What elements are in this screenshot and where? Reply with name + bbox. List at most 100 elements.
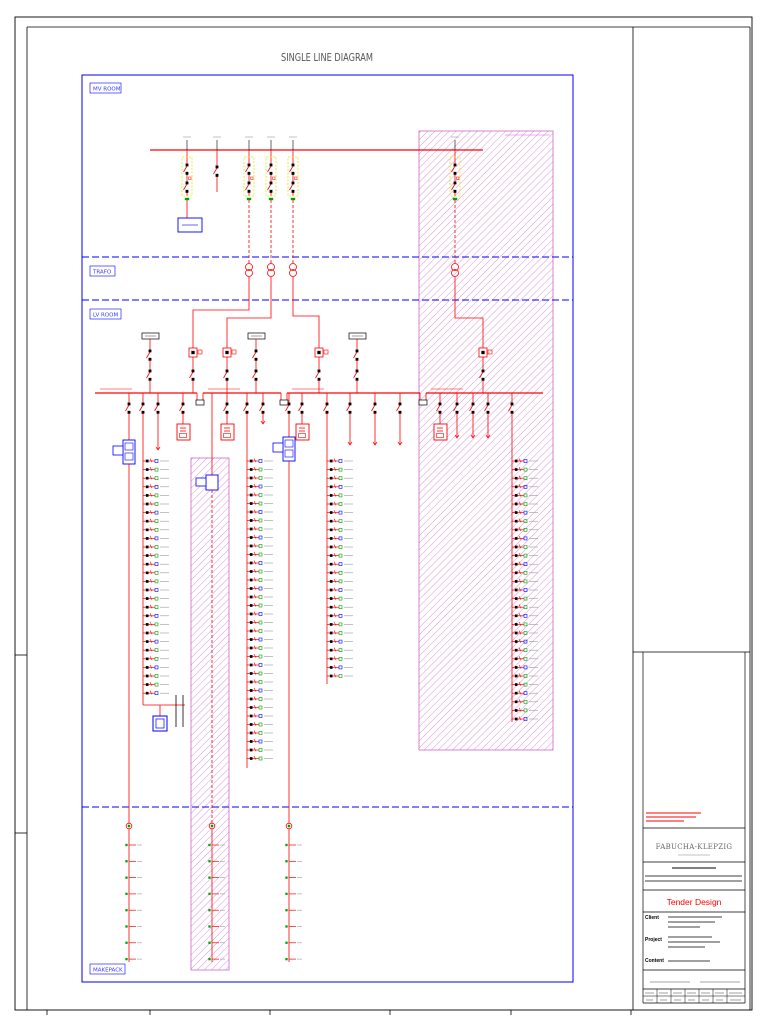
generator-unit: [152, 715, 168, 732]
sub-feeder-blade: [253, 594, 257, 599]
makepack-branch-terminal: [208, 925, 211, 928]
sub-feeder: [247, 670, 273, 676]
sub-feeder-breaker: [514, 562, 518, 566]
sub-feeder: [143, 647, 169, 653]
sub-feeder-blade: [518, 630, 522, 635]
sub-feeder-blade: [518, 613, 522, 618]
sub-feeder-breaker: [329, 476, 333, 480]
breaker-gap: [226, 371, 228, 379]
sub-feeder-blade: [518, 527, 522, 532]
circuit-breaker: [484, 402, 490, 414]
sub-feeder-breaker: [514, 554, 518, 557]
sub-feeder-breaker: [145, 545, 149, 549]
sub-feeder-blade: [149, 535, 153, 540]
sub-feeder-blade: [518, 673, 522, 678]
sub-feeder: [512, 656, 538, 661]
breaker-gap: [456, 404, 458, 412]
sub-feeder-load: [154, 527, 159, 532]
makepack-branch-terminal: [208, 876, 211, 879]
sub-feeder-load: [154, 596, 159, 601]
sub-feeder-blade: [149, 518, 153, 523]
sub-feeder-load: [338, 588, 343, 592]
sub-feeder: [327, 587, 353, 592]
ats-panel: [205, 474, 219, 491]
sub-feeder-breaker: [329, 494, 333, 497]
switchgear-panel: [287, 156, 299, 197]
ats-switch: [124, 442, 134, 451]
makepack-branch-terminal: [285, 876, 288, 879]
sub-feeder-load: [154, 476, 159, 481]
sub-feeder: [143, 570, 169, 575]
sub-feeder-breaker: [145, 468, 149, 471]
sub-feeder-breaker: [514, 545, 518, 549]
trafo-label-frame: [89, 265, 116, 277]
breaker-contact: [453, 181, 457, 185]
sub-feeder: [143, 466, 169, 472]
circuit-breaker: [139, 402, 145, 414]
sub-feeder-breaker: [249, 519, 253, 522]
load-arrow: [470, 434, 476, 439]
breaker-blade: [146, 371, 151, 379]
sub-feeder-blade: [333, 638, 337, 643]
incomer-acb: [188, 347, 203, 393]
sub-feeder-load: [523, 527, 528, 532]
sub-feeder-blade: [518, 621, 522, 626]
circuit-breaker: [223, 369, 229, 381]
sub-feeder: [247, 585, 273, 591]
breaker-blade: [259, 404, 264, 412]
sub-feeder-load: [154, 579, 159, 584]
sub-feeder: [247, 526, 273, 531]
breaker-blade: [484, 404, 489, 412]
makepack-feeder: [285, 822, 302, 962]
breaker-contact: [291, 171, 295, 175]
sub-feeder-blade: [149, 484, 153, 489]
sub-feeder-breaker: [329, 485, 333, 489]
drawing-title: SINGLE LINE DIAGRAM: [281, 51, 373, 64]
sub-feeder-blade: [333, 527, 337, 532]
sub-feeder-load: [523, 631, 528, 635]
sub-feeder-load: [338, 622, 343, 627]
sub-feeder-breaker: [514, 623, 518, 626]
sub-feeder-load: [154, 682, 159, 687]
breaker-blade: [125, 404, 130, 412]
sub-feeder: [512, 544, 538, 549]
sub-feeder: [143, 518, 169, 524]
sub-feeder-load: [338, 527, 343, 532]
sub-feeder: [512, 699, 538, 704]
sub-feeder: [512, 707, 538, 713]
makepack-branch-terminal: [285, 843, 288, 847]
sub-feeder-breaker: [514, 528, 518, 532]
sub-feeder: [512, 570, 538, 575]
sub-feeder-breaker: [329, 640, 333, 643]
sub-feeder-breaker: [145, 666, 149, 669]
sub-feeder-breaker: [145, 519, 149, 523]
sub-feeder-load: [523, 605, 528, 610]
sub-feeder-blade: [253, 653, 257, 658]
sub-feeder-blade: [333, 501, 337, 506]
sub-feeder: [512, 492, 538, 498]
sub-feeder-breaker: [514, 683, 518, 686]
circuit-breaker: [183, 163, 189, 175]
breaker-blade: [183, 165, 188, 173]
makepack-label-frame: [89, 963, 126, 975]
sub-feeder: [327, 561, 353, 567]
sub-feeder-blade: [333, 492, 337, 497]
breaker-blade: [139, 404, 144, 412]
breaker-gap: [157, 404, 159, 412]
circuit-breaker: [451, 181, 457, 193]
breaker-blade: [267, 183, 272, 191]
sub-feeder-breaker: [329, 502, 333, 506]
sub-feeder-breaker: [249, 578, 253, 582]
sub-feeder: [247, 721, 273, 727]
breaker-gap: [487, 404, 489, 412]
makepack-feeder: [208, 822, 225, 962]
sub-feeder: [247, 551, 273, 557]
sub-feeder-blade: [253, 721, 257, 726]
sub-feeder-load: [154, 639, 159, 644]
sub-feeder-breaker: [145, 605, 149, 609]
breaker-blade: [479, 371, 484, 379]
sub-feeder-breaker: [514, 674, 518, 678]
protection-relay: [294, 176, 298, 180]
